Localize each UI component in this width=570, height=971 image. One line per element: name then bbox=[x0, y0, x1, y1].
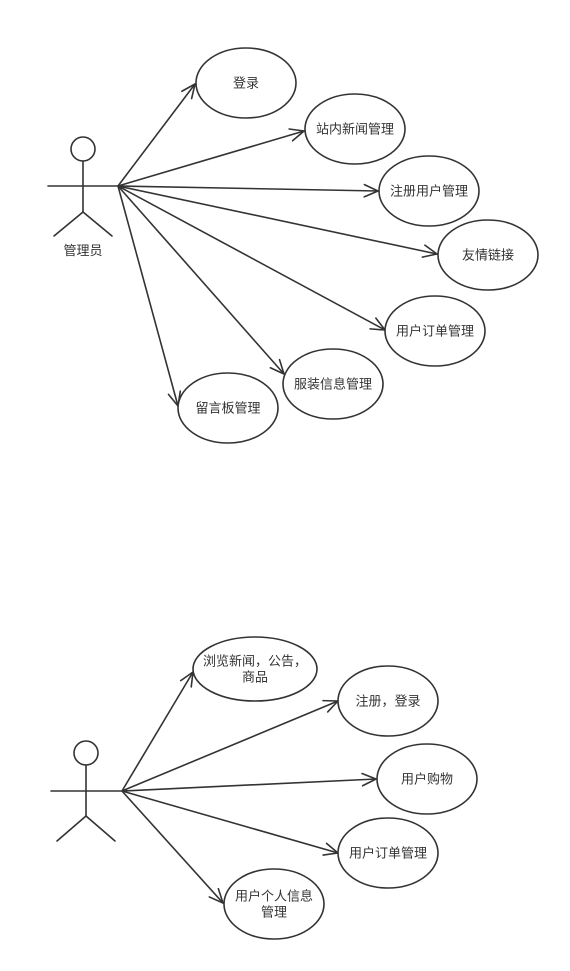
admin-association-line bbox=[117, 185, 285, 375]
user-association-line bbox=[121, 790, 339, 854]
admin-use-case[interactable]: 友情链接 bbox=[437, 219, 539, 291]
admin-association-line bbox=[117, 83, 196, 187]
admin-arrowhead bbox=[181, 83, 196, 100]
admin-association-line bbox=[117, 185, 379, 192]
user-use-case[interactable]: 用户订单管理 bbox=[337, 817, 439, 889]
user-association-line bbox=[121, 778, 377, 792]
admin-arrowhead bbox=[363, 183, 379, 198]
admin-actor-head bbox=[70, 136, 96, 162]
admin-use-case-ellipse bbox=[282, 348, 384, 420]
user-actor-left-leg bbox=[56, 815, 87, 842]
admin-arrowhead bbox=[288, 128, 305, 142]
user-use-case[interactable]: 浏览新闻，公告，商品 bbox=[192, 636, 318, 702]
user-actor-right-leg bbox=[85, 815, 116, 842]
user-use-case-ellipse bbox=[337, 817, 439, 889]
admin-association-line bbox=[117, 185, 386, 331]
admin-arrowhead bbox=[369, 317, 386, 331]
admin-use-case[interactable]: 用户订单管理 bbox=[384, 295, 486, 367]
user-association-line bbox=[121, 671, 194, 792]
admin-use-case[interactable]: 登录 bbox=[195, 47, 297, 119]
admin-use-case-ellipse bbox=[384, 295, 486, 367]
user-actor-head bbox=[73, 740, 99, 766]
user-use-case-label: 用户个人信息 bbox=[235, 889, 313, 904]
admin-use-case-ellipse bbox=[378, 155, 480, 227]
admin-use-case-label: 留言板管理 bbox=[195, 401, 260, 416]
admin-use-case[interactable]: 服装信息管理 bbox=[282, 348, 384, 420]
user-use-case-label: 用户订单管理 bbox=[349, 846, 427, 861]
user-association-line bbox=[121, 700, 339, 792]
user-use-case-label: 管理 bbox=[261, 905, 287, 920]
user-use-case-ellipse bbox=[192, 636, 318, 702]
admin-use-case[interactable]: 注册用户管理 bbox=[378, 155, 480, 227]
user-use-case-label: 浏览新闻，公告， bbox=[203, 654, 307, 669]
admin-arrowhead bbox=[269, 358, 285, 375]
user-use-case-label: 用户购物 bbox=[401, 772, 453, 787]
user-actor bbox=[50, 740, 123, 842]
user-arrowhead bbox=[208, 887, 224, 904]
admin-use-case-ellipse bbox=[195, 47, 297, 119]
user-use-case-ellipse bbox=[223, 868, 325, 940]
admin-use-case-ellipse bbox=[304, 93, 406, 165]
admin-associations bbox=[117, 83, 438, 407]
admin-arrowhead bbox=[421, 244, 438, 258]
user-association-line bbox=[121, 790, 224, 904]
admin-use-case-label: 注册用户管理 bbox=[390, 184, 468, 199]
user-arrowhead bbox=[179, 671, 194, 688]
user-use-case-ellipse bbox=[376, 743, 478, 815]
user-use-case-label: 注册，登录 bbox=[355, 694, 420, 709]
admin-use-case[interactable]: 留言板管理 bbox=[177, 372, 279, 444]
user-use-case-ellipse bbox=[337, 665, 439, 737]
admin-use-case-ellipse bbox=[177, 372, 279, 444]
user-arrowhead bbox=[361, 772, 377, 787]
admin-use-case-ellipse bbox=[437, 219, 539, 291]
admin-use-case-label: 登录 bbox=[233, 76, 259, 91]
admin-actor-right-leg bbox=[82, 211, 113, 237]
user-associations bbox=[121, 671, 377, 904]
admin-actor-label: 管理员 bbox=[63, 243, 102, 258]
admin-actor-left-leg bbox=[53, 211, 84, 237]
admin-actor: 管理员 bbox=[47, 136, 119, 258]
admin-association-line bbox=[117, 185, 179, 407]
user-use-case[interactable]: 注册，登录 bbox=[337, 665, 439, 737]
admin-use-case-label: 用户订单管理 bbox=[396, 324, 474, 339]
admin-use-case-label: 服装信息管理 bbox=[294, 377, 372, 392]
admin-use-case-label: 站内新闻管理 bbox=[316, 122, 394, 137]
user-use-case[interactable]: 用户购物 bbox=[376, 743, 478, 815]
admin-use-case[interactable]: 站内新闻管理 bbox=[304, 93, 406, 165]
admin-association-line bbox=[117, 185, 438, 255]
admin-association-line bbox=[117, 130, 305, 187]
user-use-case-label: 商品 bbox=[242, 670, 268, 685]
admin-use-case-label: 友情链接 bbox=[462, 248, 514, 263]
